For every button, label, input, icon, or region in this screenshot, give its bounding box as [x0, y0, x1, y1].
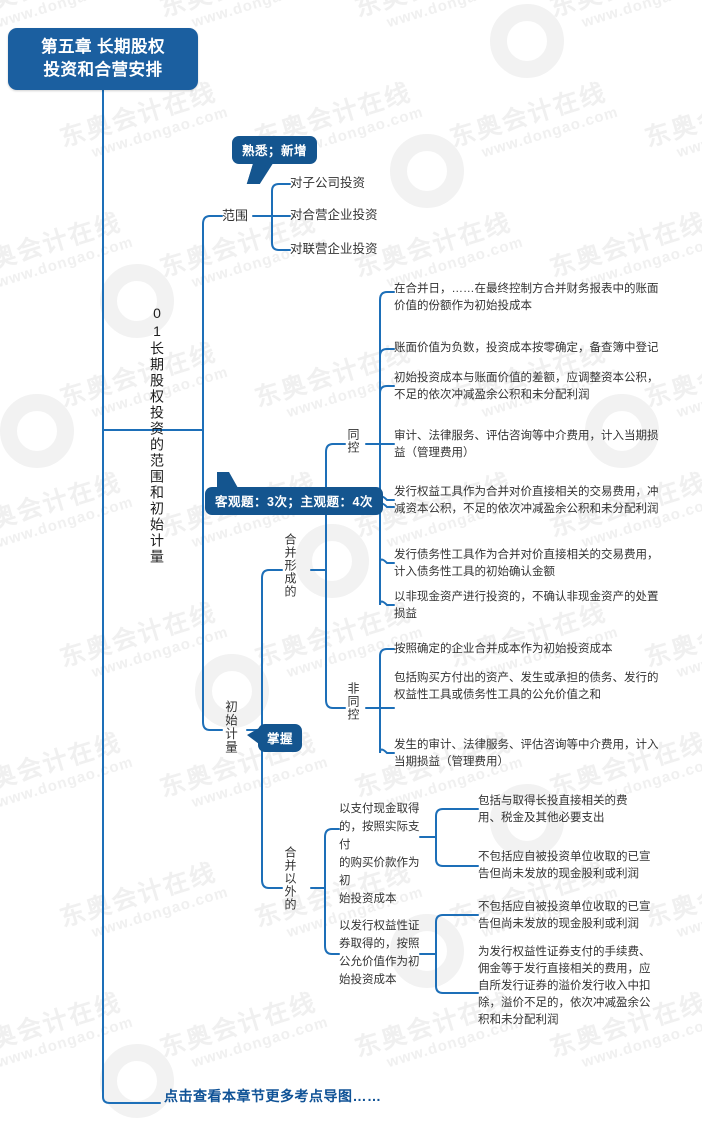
leaf-label: 发行权益工具作为合并对价直接相关的交易费用，冲 减资本公积，不足的依次冲减盈余公… [394, 486, 659, 515]
leaf-cc-6[interactable]: 发行债务性工具作为合并对价直接相关的交易费用， 计入债务性工具的初始确认金额 [394, 547, 694, 581]
leaf-cc-7[interactable]: 以非现金资产进行投资的，不确认非现金资产的处置 损益 [394, 589, 694, 623]
leaf-label: 对联营企业投资 [290, 242, 378, 256]
leaf-label: 不包括应自被投资单位收取的已宣 告但尚未发放的现金股利或利润 [478, 851, 651, 880]
leaf-cash-1[interactable]: 包括与取得长投直接相关的费 用、税金及其他必要支出 [478, 793, 698, 827]
leaf-label: 为发行权益性证券支付的手续费、 佣金等于发行直接相关的费用，应 自所发行证券的溢… [478, 946, 651, 1026]
leaf-joint-venture-investment[interactable]: 对合营企业投资 [290, 207, 378, 224]
badge-familiarity: 熟悉；新增 [232, 136, 318, 184]
leaf-equity-1[interactable]: 不包括应自被投资单位收取的已宣 告但尚未发放的现金股利或利润 [478, 899, 698, 933]
branch-acquired-by-equity-securities[interactable]: 以发行权益性证 券取得的，按照 公允价值作为初 始投资成本 [339, 917, 423, 989]
root-branch-label[interactable]: 01长期股权投资的范围和初始计量 [148, 305, 166, 565]
branch-initial-measurement-label: 初始计量 [223, 700, 237, 754]
leaf-label: 以非现金资产进行投资的，不确认非现金资产的处置 损益 [394, 591, 659, 620]
branch-common-control[interactable]: 同控 [345, 428, 360, 454]
leaf-associate-investment[interactable]: 对联营企业投资 [290, 241, 378, 258]
branch-formed-by-combination[interactable]: 合并形成的 [282, 533, 297, 598]
branch-other-than-combination[interactable]: 合并以外的 [282, 846, 297, 911]
chapter-title-text: 第五章 长期股权 投资和合营安排 [40, 38, 166, 79]
leaf-cc-4[interactable]: 审计、法律服务、评估咨询等中介费用，计入当期损 益（管理费用） [394, 428, 694, 462]
leaf-subsidiary-investment[interactable]: 对子公司投资 [290, 175, 365, 192]
branch-formed-by-combination-label: 合并形成的 [283, 533, 297, 598]
chapter-title-box[interactable]: 第五章 长期股权 投资和合营安排 [8, 28, 198, 90]
branch-label: 以支付现金取得 的，按照实际支付 的购买价款作为初 始投资成本 [339, 803, 420, 905]
leaf-label: 按照确定的企业合并成本作为初始投资成本 [394, 643, 613, 655]
leaf-label: 对子公司投资 [290, 176, 366, 190]
badge-mastery: 掌握 [247, 724, 303, 752]
branch-label: 以发行权益性证 券取得的，按照 公允价值作为初 始投资成本 [339, 920, 420, 986]
leaf-ncc-3[interactable]: 发生的审计、法律服务、评估咨询等中介费用，计入 当期损益（管理费用） [394, 737, 694, 771]
badge-tail [217, 472, 238, 488]
badge-tail [247, 728, 259, 744]
leaf-cc-2[interactable]: 账面价值为负数，投资成本按零确定，备查簿中登记 [394, 340, 694, 357]
leaf-cash-2[interactable]: 不包括应自被投资单位收取的已宣 告但尚未发放的现金股利或利润 [478, 849, 698, 883]
branch-common-control-label: 同控 [346, 428, 360, 454]
branch-non-common-control[interactable]: 非同控 [345, 682, 360, 721]
leaf-cc-5[interactable]: 发行权益工具作为合并对价直接相关的交易费用，冲 减资本公积，不足的依次冲减盈余公… [394, 484, 694, 518]
branch-initial-measurement[interactable]: 初始计量 [222, 700, 238, 754]
leaf-ncc-2[interactable]: 包括购买方付出的资产、发生或承担的债务、发行的 权益性工具或债务性工具的公允价值… [394, 670, 694, 704]
leaf-ncc-1[interactable]: 按照确定的企业合并成本作为初始投资成本 [394, 641, 694, 658]
root-branch-text: 01长期股权投资的范围和初始计量 [149, 305, 165, 565]
leaf-label: 发行债务性工具作为合并对价直接相关的交易费用， 计入债务性工具的初始确认金额 [394, 549, 659, 578]
leaf-cc-1[interactable]: 在合并日，……在最终控制方合并财务报表中的账面 价值的份额作为初始投成本 [394, 281, 694, 315]
leaf-equity-2[interactable]: 为发行权益性证券支付的手续费、 佣金等于发行直接相关的费用，应 自所发行证券的溢… [478, 944, 698, 1029]
leaf-cc-3[interactable]: 初始投资成本与账面价值的差额，应调整资本公积， 不足的依次冲减盈余公积和未分配利… [394, 370, 694, 404]
badge-mastery-label: 掌握 [267, 732, 294, 746]
leaf-label: 账面价值为负数，投资成本按零确定，备查簿中登记 [394, 342, 659, 354]
leaf-label: 初始投资成本与账面价值的差额，应调整资本公积， 不足的依次冲减盈余公积和未分配利… [394, 372, 659, 401]
badge-familiarity-label: 熟悉；新增 [242, 144, 308, 158]
badge-exam-frequency-label: 客观题：3次；主观题：4次 [215, 495, 373, 509]
leaf-label: 包括与取得长投直接相关的费 用、税金及其他必要支出 [478, 795, 628, 824]
leaf-label: 对合营企业投资 [290, 208, 378, 222]
branch-scope[interactable]: 范围 [222, 207, 248, 224]
leaf-label: 在合并日，……在最终控制方合并财务报表中的账面 价值的份额作为初始投成本 [394, 283, 659, 312]
branch-acquired-by-cash[interactable]: 以支付现金取得 的，按照实际支付 的购买价款作为初 始投资成本 [339, 800, 423, 908]
more-mindmaps-link[interactable]: 点击查看本章节更多考点导图…… [164, 1088, 382, 1104]
leaf-label: 审计、法律服务、评估咨询等中介费用，计入当期损 益（管理费用） [394, 430, 659, 459]
leaf-label: 发生的审计、法律服务、评估咨询等中介费用，计入 当期损益（管理费用） [394, 739, 659, 768]
branch-other-than-combination-label: 合并以外的 [283, 846, 297, 911]
branch-non-common-control-label: 非同控 [346, 682, 360, 721]
badge-exam-frequency: 客观题：3次；主观题：4次 [205, 472, 383, 515]
leaf-label: 包括购买方付出的资产、发生或承担的债务、发行的 权益性工具或债务性工具的公允价值… [394, 672, 659, 701]
leaf-label: 不包括应自被投资单位收取的已宣 告但尚未发放的现金股利或利润 [478, 901, 651, 930]
branch-scope-label: 范围 [222, 208, 249, 223]
